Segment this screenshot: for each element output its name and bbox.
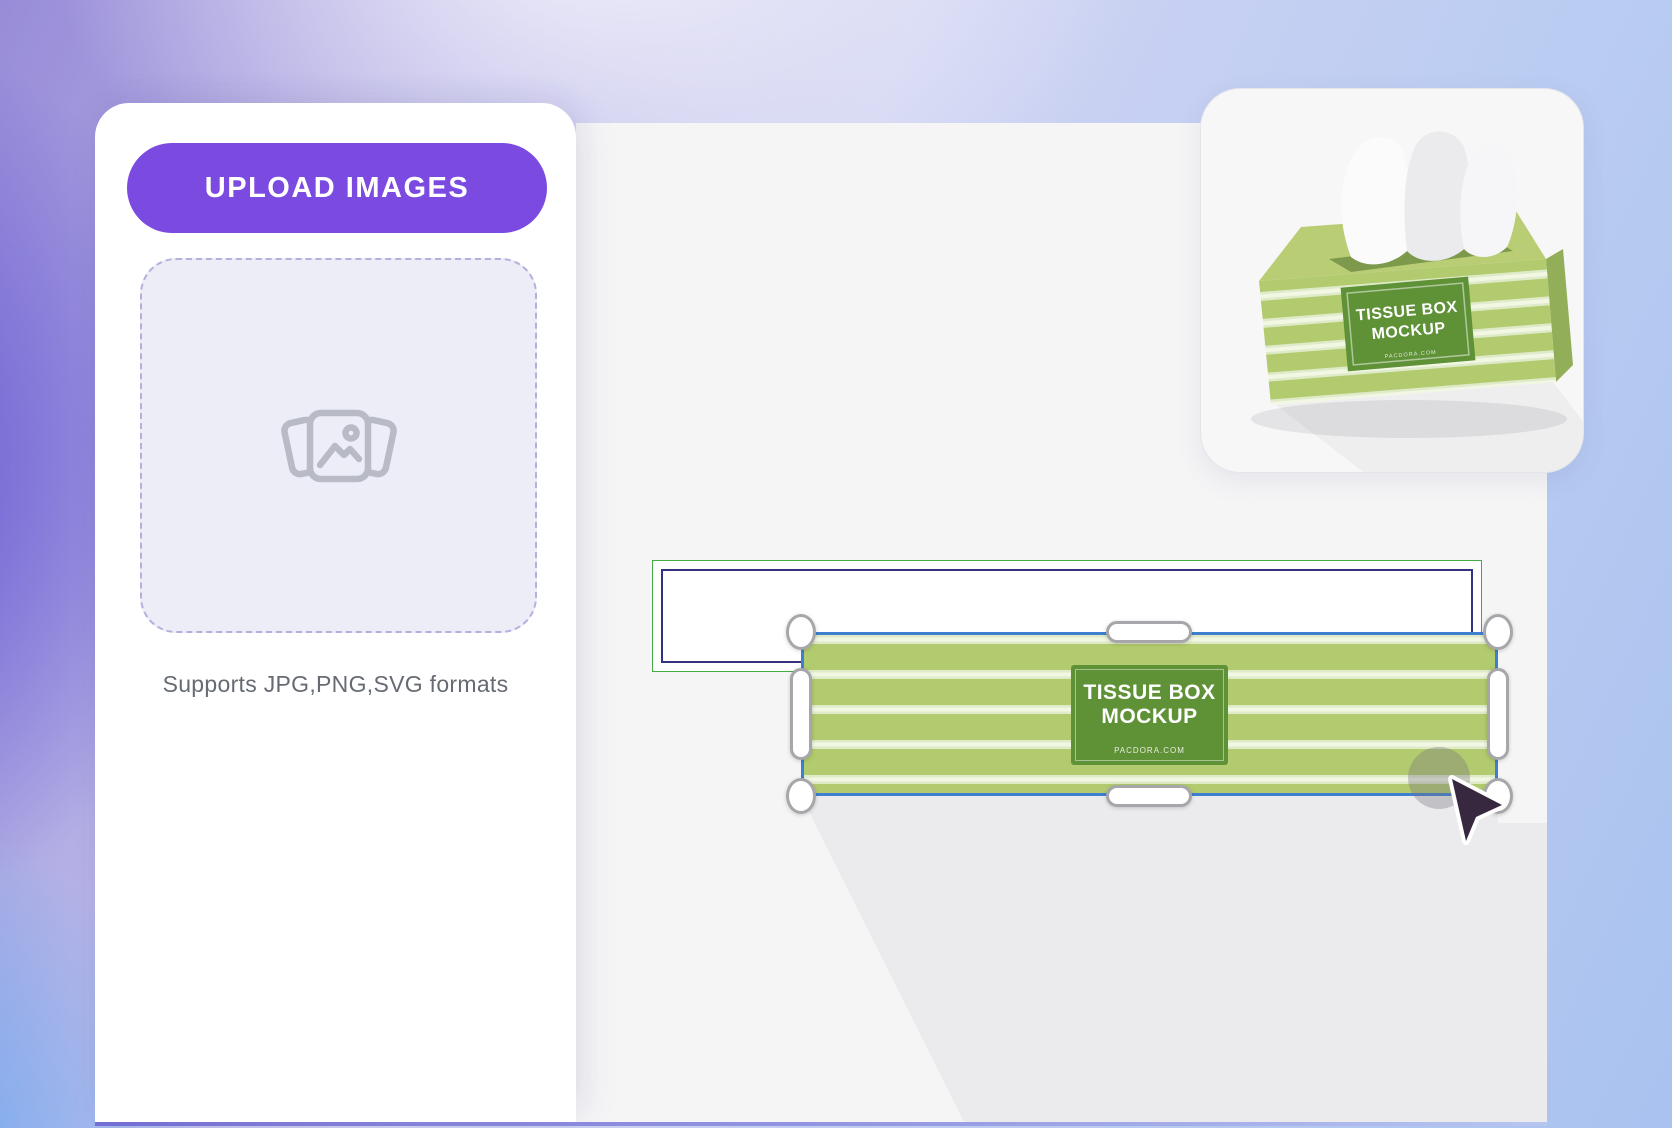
preview-label-site: PACDORA.COM — [1384, 350, 1436, 361]
cursor-icon — [1448, 775, 1506, 845]
upload-dropzone[interactable] — [140, 258, 537, 633]
sidebar-panel: UPLOAD IMAGES Supports JPG,PNG,SVG forma… — [95, 103, 576, 1122]
preview-card[interactable]: TISSUE BOX MOCKUP PACDORA.COM — [1200, 88, 1584, 473]
selection-handle-right-center[interactable] — [1487, 668, 1509, 760]
selection-handle-left-center[interactable] — [790, 668, 812, 760]
image-placeholder-icon — [280, 409, 397, 482]
design-label: TISSUE BOX MOCKUP PACDORA.COM — [1071, 665, 1228, 765]
selection-handle-top-right[interactable] — [1483, 614, 1513, 650]
selection-handle-bottom-center[interactable] — [1106, 785, 1192, 807]
dropzone-hint: Supports JPG,PNG,SVG formats — [162, 671, 509, 697]
selection-handle-bottom-left[interactable] — [786, 778, 816, 814]
preview-label-line2: MOCKUP — [1371, 320, 1446, 343]
bottom-edge-line — [95, 1122, 1547, 1126]
design-label-title-line2: MOCKUP — [1101, 705, 1198, 729]
selection-handle-top-left[interactable] — [786, 614, 816, 650]
selected-design-layer[interactable]: TISSUE BOX MOCKUP PACDORA.COM — [801, 632, 1498, 796]
preview-label: TISSUE BOX MOCKUP PACDORA.COM — [1340, 276, 1476, 372]
upload-images-button[interactable]: UPLOAD IMAGES — [127, 143, 547, 233]
selection-handle-top-center[interactable] — [1106, 621, 1192, 643]
design-label-site: PACDORA.COM — [1114, 746, 1185, 756]
tissue-box-illustration: TISSUE BOX MOCKUP PACDORA.COM — [1251, 131, 1583, 472]
design-label-title-line1: TISSUE BOX — [1083, 681, 1216, 704]
design-label-border — [1075, 669, 1224, 761]
